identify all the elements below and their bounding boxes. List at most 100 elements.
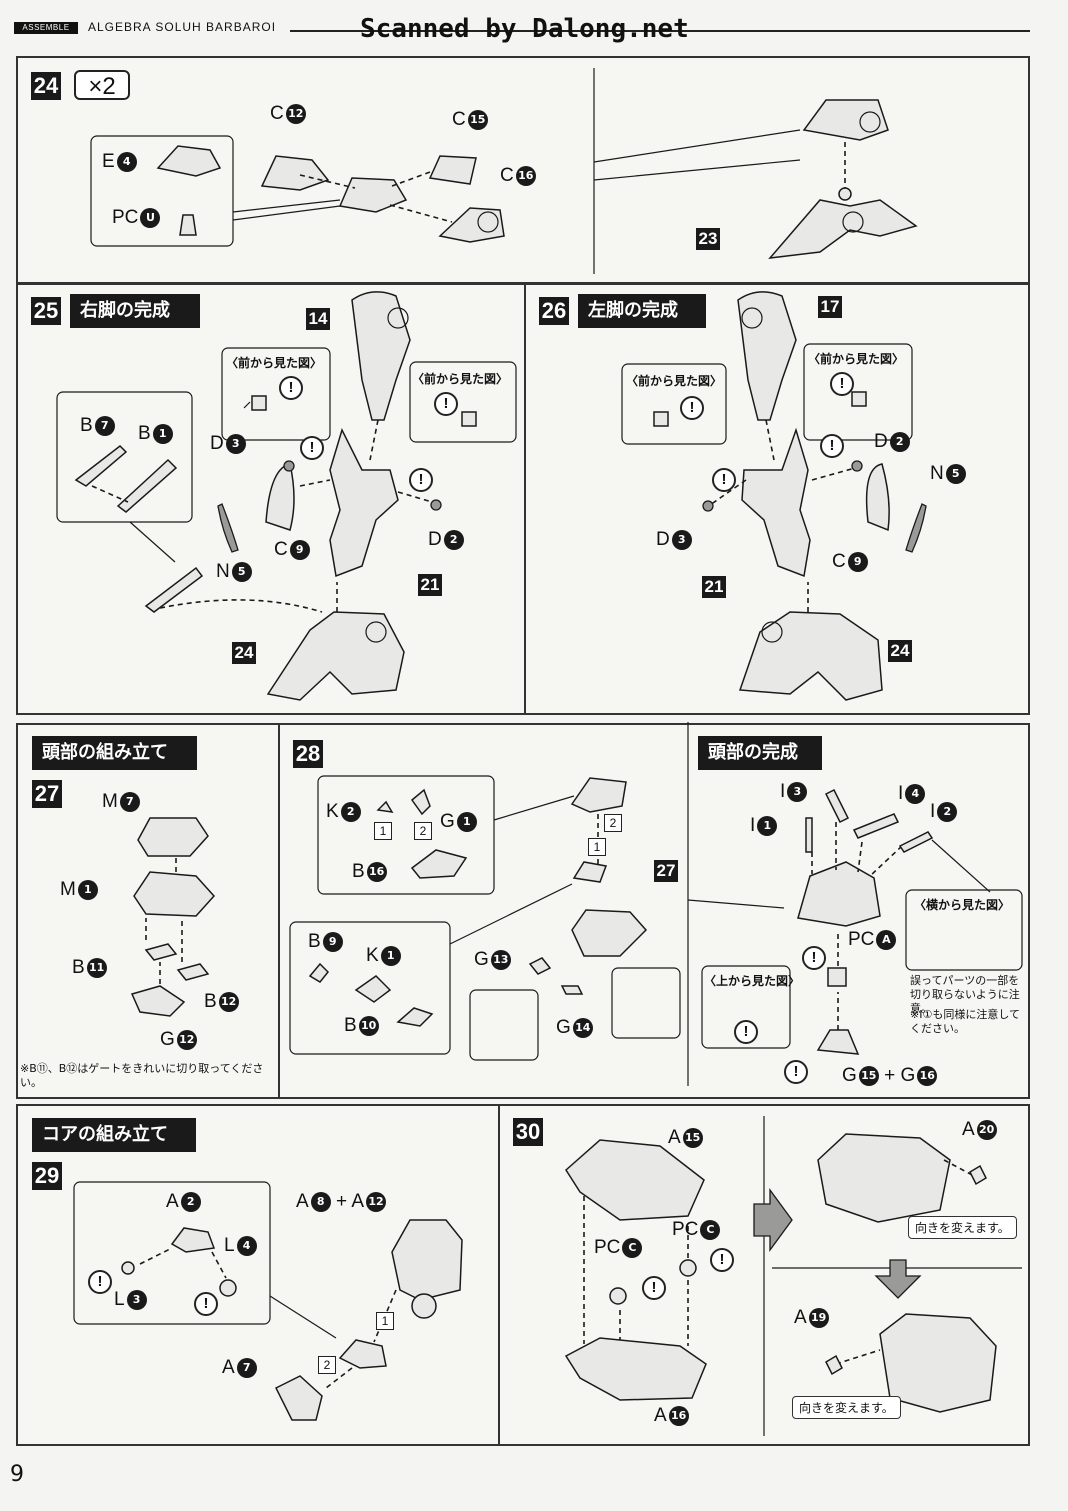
caution-icon: !: [820, 434, 844, 458]
caution-icon: !: [300, 436, 324, 460]
ref-step-24: 24: [232, 642, 256, 664]
page-number: 9: [10, 1462, 24, 1487]
caution-icon: !: [194, 1292, 218, 1316]
caution-icon: !: [802, 946, 826, 970]
caution-icon: !: [784, 1060, 808, 1084]
caution-icon: !: [680, 396, 704, 420]
core-assembly-title: コアの組み立て: [32, 1118, 196, 1152]
step-25-title: 右脚の完成: [70, 294, 200, 328]
inset-title-front-b: 〈前から見た図〉: [412, 372, 509, 386]
gate-cut-note: ※B⑪、B⑫はゲートをきれいに切り取ってください。: [20, 1062, 264, 1089]
turn-note-1: 向きを変えます。: [908, 1216, 1017, 1239]
header-rule: [290, 30, 1030, 32]
head-complete-title: 頭部の完成: [698, 736, 822, 770]
ref-step-24: 24: [888, 640, 912, 662]
ref-step-23: 23: [696, 228, 720, 250]
head-assembly-title: 頭部の組み立て: [32, 736, 197, 770]
sequence-marker-1: 1: [374, 822, 392, 840]
inset-title-front-a: 〈前から見た図〉: [226, 356, 323, 370]
sequence-marker-1: 1: [376, 1312, 394, 1330]
caution-icon: !: [734, 1020, 758, 1044]
caution-icon: !: [434, 392, 458, 416]
multiplier-badge: ×2: [74, 70, 130, 100]
ref-step-27: 27: [654, 860, 678, 882]
step-number-29: 29: [32, 1162, 62, 1190]
sequence-marker-2: 2: [318, 1356, 336, 1374]
caution-note-2: ※I①も同様に注意してください。: [910, 1008, 1020, 1035]
step-number-27: 27: [32, 780, 62, 808]
header-title: ALGEBRA SOLUH BARBAROI: [88, 20, 277, 34]
inset-title-front-b: 〈前から見た図〉: [626, 374, 723, 388]
side-view-title: 〈横から見た図〉: [914, 898, 1011, 912]
ref-step-21: 21: [418, 574, 442, 596]
step-number-24: 24: [31, 72, 61, 100]
panel-step-28: [278, 723, 1030, 1099]
caution-icon: !: [830, 372, 854, 396]
ref-step-17: 17: [818, 296, 842, 318]
inset-title-front-a: 〈前から見た図〉: [808, 352, 905, 366]
step-number-26: 26: [539, 297, 569, 325]
turn-note-2: 向きを変えます。: [792, 1396, 901, 1419]
header-tag: ASSEMBLE: [14, 22, 78, 34]
caution-icon: !: [710, 1248, 734, 1272]
ref-step-14: 14: [306, 308, 330, 330]
caution-icon: !: [88, 1270, 112, 1294]
step-number-30: 30: [513, 1118, 543, 1146]
caution-icon: !: [279, 376, 303, 400]
sequence-marker-1: 1: [588, 838, 606, 856]
caution-icon: !: [642, 1276, 666, 1300]
scan-credit: Scanned by Dalong.net: [360, 14, 689, 44]
caution-icon: !: [712, 468, 736, 492]
caution-note-1: 誤ってパーツの一部を切り取らないように注意。: [910, 974, 1020, 1015]
step-number-28: 28: [293, 740, 323, 768]
step-number-25: 25: [31, 297, 61, 325]
caution-icon: !: [409, 468, 433, 492]
sequence-marker-2: 2: [604, 814, 622, 832]
